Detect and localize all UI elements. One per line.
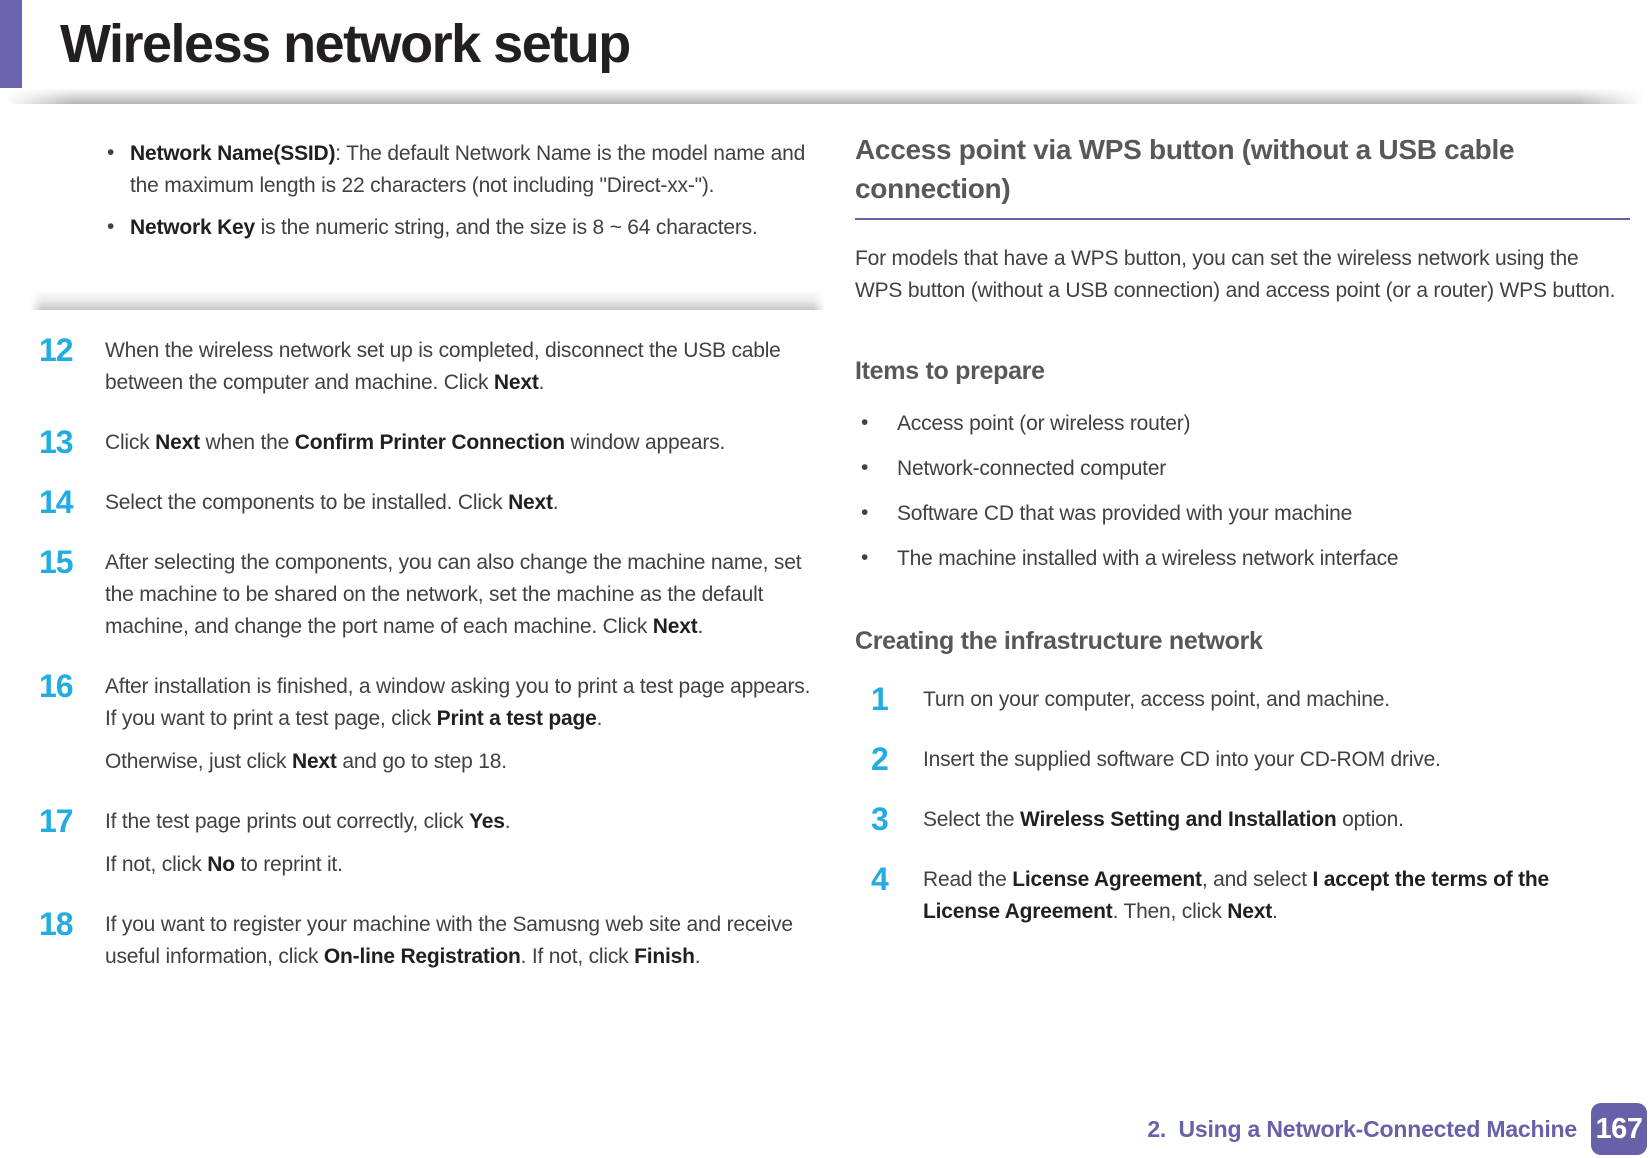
footer-chapter: 2. Using a Network-Connected Machine xyxy=(1147,1116,1577,1142)
step-number: 14 xyxy=(39,484,74,520)
page-title: Wireless network setup xyxy=(60,14,631,74)
note-bullet: Network Key is the numeric string, and t… xyxy=(105,211,825,244)
step-item: 14 Select the components to be installed… xyxy=(30,486,825,519)
note-bullet-text: Network Key is the numeric string, and t… xyxy=(130,216,758,239)
step-number: 16 xyxy=(39,668,74,704)
step-text: If the test page prints out correctly, c… xyxy=(105,805,825,881)
step-item: 4 Read the License Agreement, and select… xyxy=(855,863,1630,928)
list-item: Network-connected computer xyxy=(855,452,1630,485)
step-number: 15 xyxy=(39,544,74,580)
note-bullet-list: Network Name(SSID): The default Network … xyxy=(30,130,825,244)
step-paragraph: Insert the supplied software CD into you… xyxy=(923,748,1441,771)
note-bullet: Network Name(SSID): The default Network … xyxy=(105,137,825,202)
instruction-steps-right: 1 Turn on your computer, access point, a… xyxy=(855,683,1630,928)
step-number: 17 xyxy=(39,803,74,839)
step-paragraph: Select the components to be installed. C… xyxy=(105,491,559,514)
step-paragraph: Otherwise, just click Next and go to ste… xyxy=(105,750,507,773)
step-item: 2 Insert the supplied software CD into y… xyxy=(855,743,1630,776)
step-item: 3 Select the Wireless Setting and Instal… xyxy=(855,803,1630,836)
step-item: 15 After selecting the components, you c… xyxy=(30,546,825,643)
step-number: 18 xyxy=(39,906,74,942)
items-heading: Items to prepare xyxy=(855,357,1045,385)
step-paragraph: Read the License Agreement, and select I… xyxy=(923,868,1550,923)
step-item: 16 After installation is finished, a win… xyxy=(30,670,825,778)
infra-heading: Creating the infrastructure network xyxy=(855,627,1263,655)
step-paragraph: If you want to register your machine wit… xyxy=(105,913,793,968)
step-text: Turn on your computer, access point, and… xyxy=(923,683,1630,716)
left-column: Network Name(SSID): The default Network … xyxy=(30,130,825,973)
list-item: Access point (or wireless router) xyxy=(855,407,1630,440)
instruction-steps-left: 12 When the wireless network set up is c… xyxy=(30,334,825,973)
items-list: Access point (or wireless router) Networ… xyxy=(855,407,1630,575)
step-paragraph: If not, click No to reprint it. xyxy=(105,853,343,876)
step-item: 17 If the test page prints out correctly… xyxy=(30,805,825,881)
step-number: 12 xyxy=(39,332,74,368)
step-text: Select the Wireless Setting and Installa… xyxy=(923,803,1630,836)
step-text: Click Next when the Confirm Printer Conn… xyxy=(105,426,825,459)
page-header: Wireless network setup xyxy=(0,0,1650,104)
step-text: Insert the supplied software CD into you… xyxy=(923,743,1630,776)
step-text: After installation is finished, a window… xyxy=(105,670,825,778)
step-text: Read the License Agreement, and select I… xyxy=(923,863,1630,928)
note-box: Network Name(SSID): The default Network … xyxy=(30,130,825,310)
page-number: 167 xyxy=(1595,1113,1643,1145)
step-number: 4 xyxy=(871,861,889,897)
step-item: 13 Click Next when the Confirm Printer C… xyxy=(30,426,825,459)
list-item-text: Access point (or wireless router) xyxy=(897,412,1191,435)
content-columns: Network Name(SSID): The default Network … xyxy=(0,104,1650,973)
step-text: When the wireless network set up is comp… xyxy=(105,334,825,399)
list-item-text: Software CD that was provided with your … xyxy=(897,502,1353,525)
list-item-text: The machine installed with a wireless ne… xyxy=(897,547,1399,570)
right-column: Access point via WPS button (without a U… xyxy=(855,130,1630,973)
step-paragraph: After selecting the components, you can … xyxy=(105,551,802,638)
step-number: 1 xyxy=(871,681,889,717)
step-number: 2 xyxy=(871,741,889,777)
step-paragraph: Turn on your computer, access point, and… xyxy=(923,688,1390,711)
section-title: Access point via WPS button (without a U… xyxy=(855,134,1515,204)
page-number-badge: 167 xyxy=(1591,1103,1647,1155)
step-number: 3 xyxy=(871,801,889,837)
step-text: After selecting the components, you can … xyxy=(105,546,825,643)
section-divider xyxy=(855,218,1630,220)
list-item-text: Network-connected computer xyxy=(897,457,1167,480)
step-paragraph: Select the Wireless Setting and Installa… xyxy=(923,808,1404,831)
list-item: The machine installed with a wireless ne… xyxy=(855,542,1630,575)
step-item: 1 Turn on your computer, access point, a… xyxy=(855,683,1630,716)
step-item: 12 When the wireless network set up is c… xyxy=(30,334,825,399)
step-paragraph: If the test page prints out correctly, c… xyxy=(105,810,511,833)
step-paragraph: When the wireless network set up is comp… xyxy=(105,339,781,394)
section-intro: For models that have a WPS button, you c… xyxy=(855,247,1616,302)
step-number: 13 xyxy=(39,424,74,460)
step-item: 18 If you want to register your machine … xyxy=(30,908,825,973)
list-item: Software CD that was provided with your … xyxy=(855,497,1630,530)
step-paragraph: After installation is finished, a window… xyxy=(105,675,811,730)
header-divider xyxy=(5,88,1645,104)
step-text: Select the components to be installed. C… xyxy=(105,486,825,519)
note-box-bottom-edge xyxy=(30,290,825,310)
header-accent-bar xyxy=(0,0,22,88)
step-text: If you want to register your machine wit… xyxy=(105,908,825,973)
page-footer: 2. Using a Network-Connected Machine 167 xyxy=(1147,1103,1650,1155)
step-paragraph: Click Next when the Confirm Printer Conn… xyxy=(105,431,726,454)
note-bullet-text: Network Name(SSID): The default Network … xyxy=(130,142,806,197)
